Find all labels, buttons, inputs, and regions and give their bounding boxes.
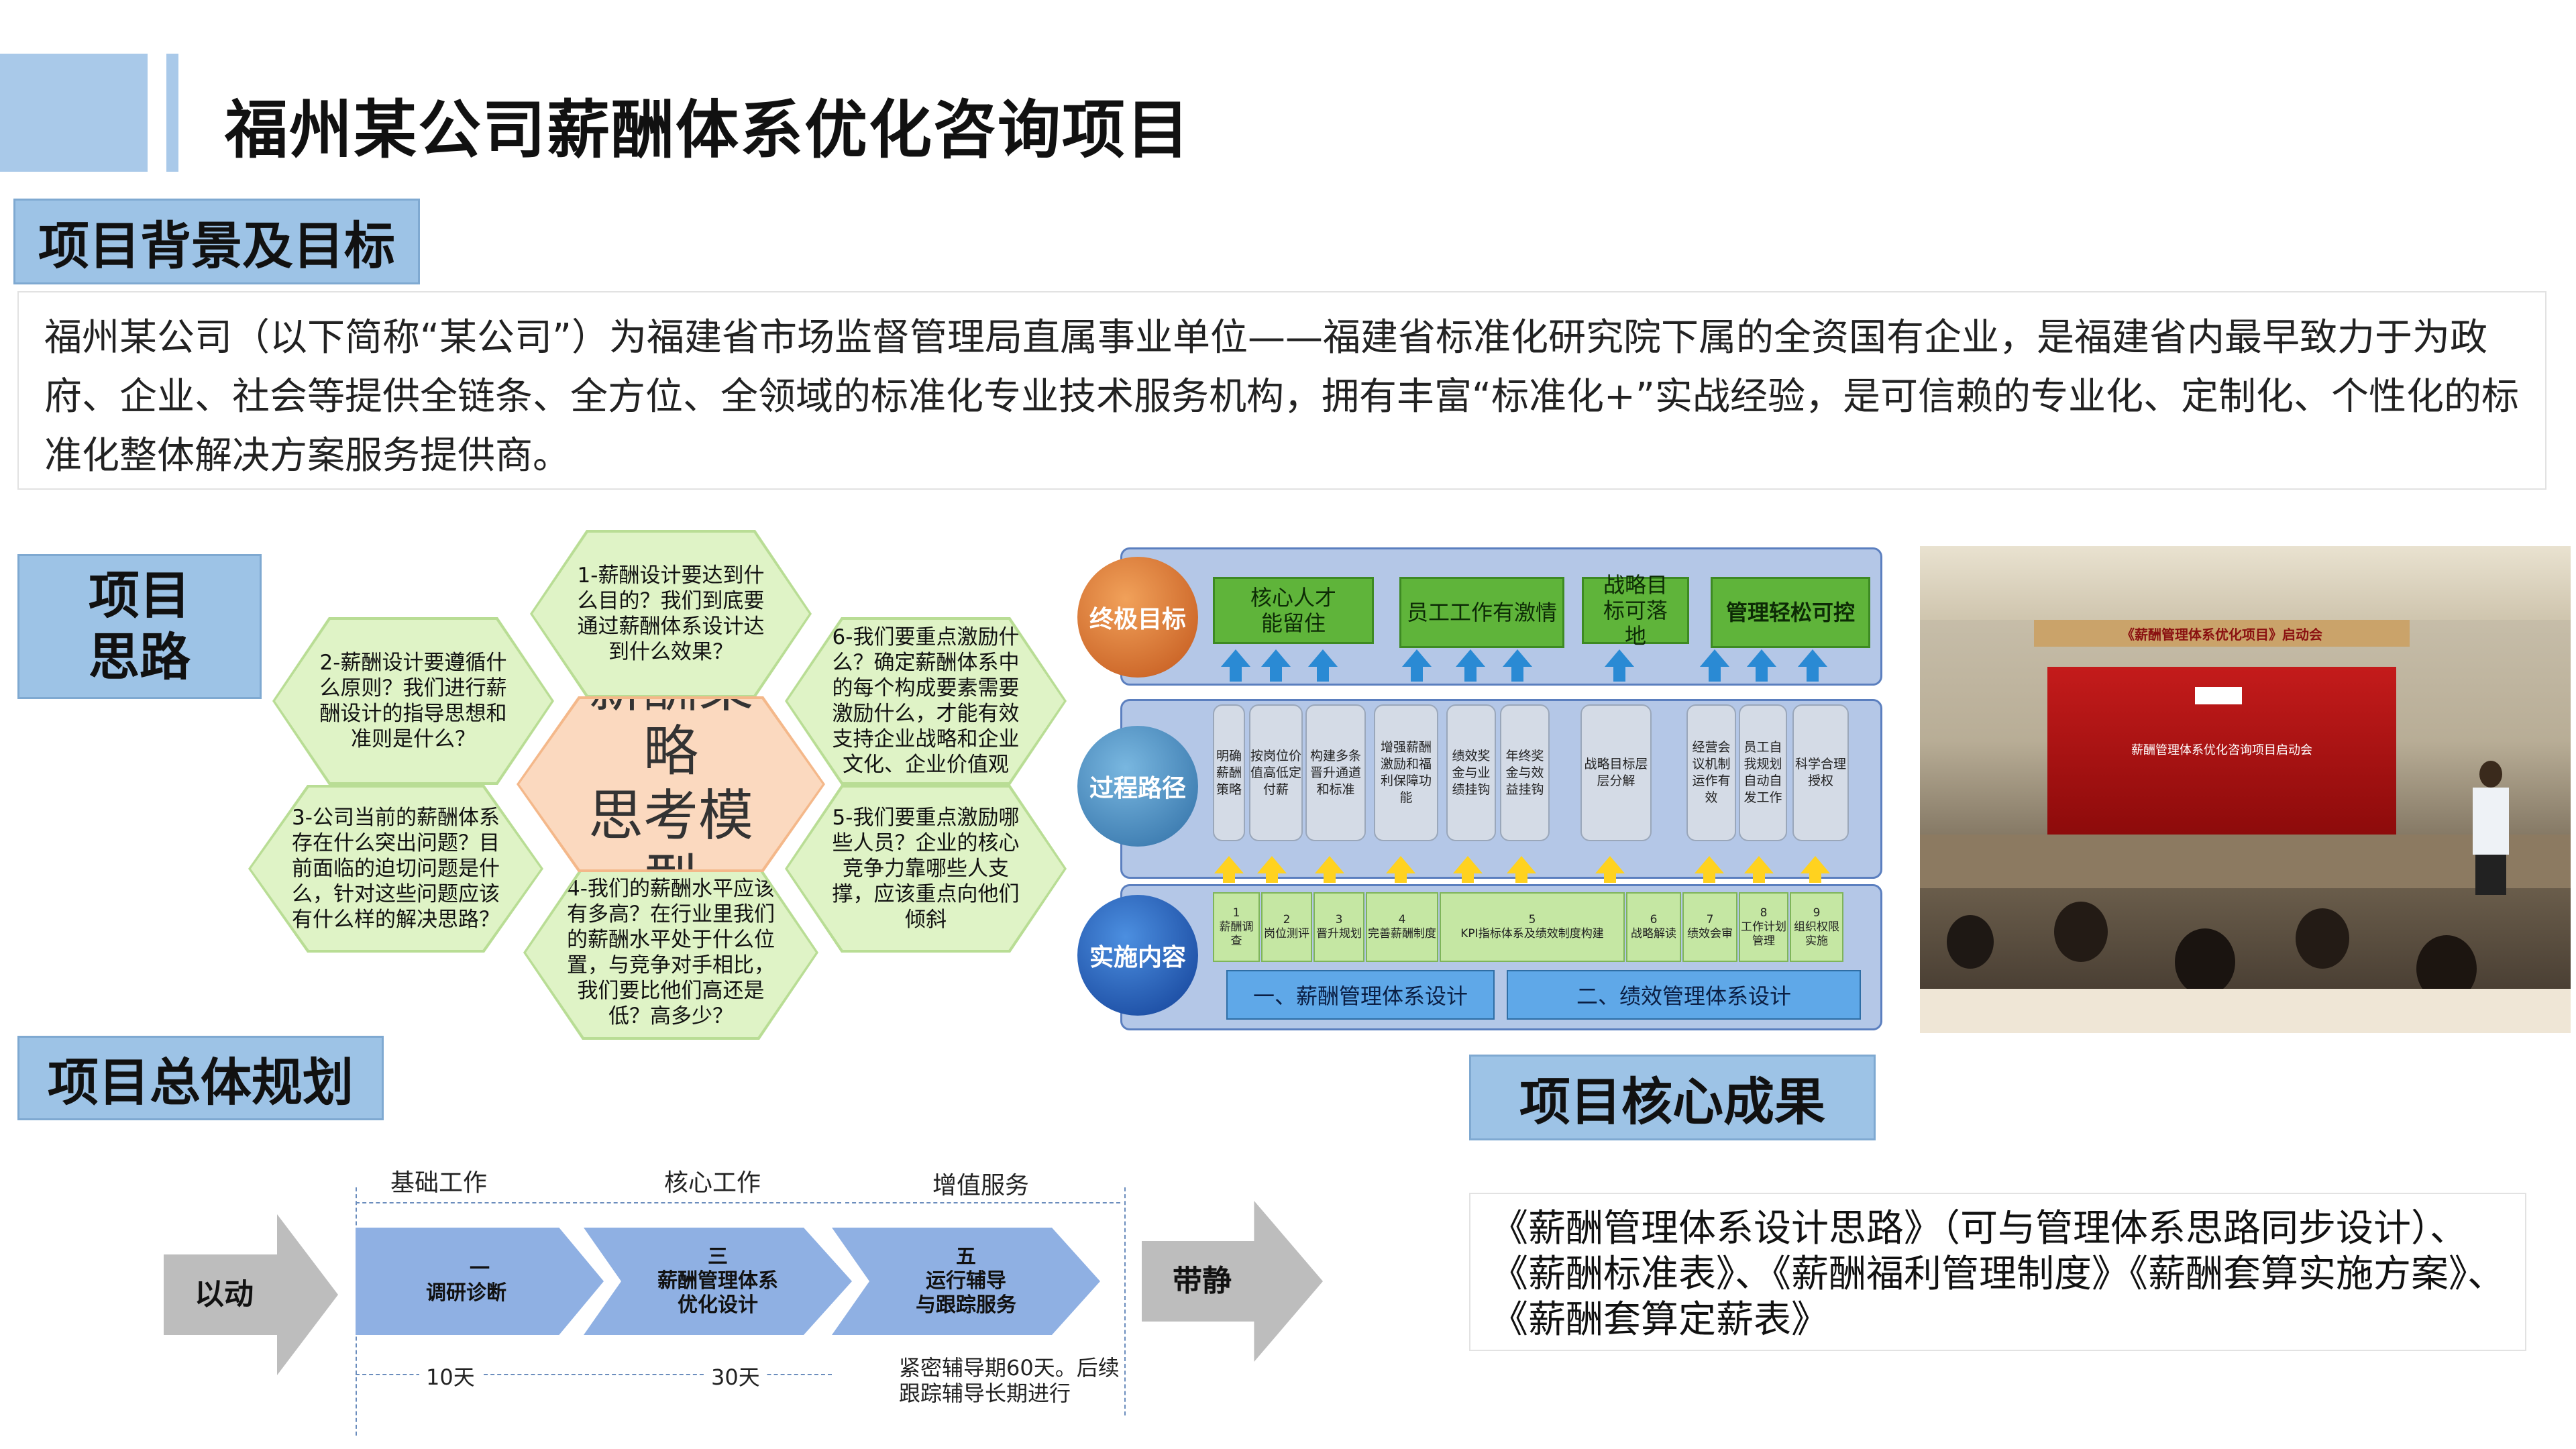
process-item-1: 明确薪酬策略: [1213, 704, 1245, 841]
phase-category-2: 核心工作: [664, 1169, 761, 1197]
ceiling: [1920, 546, 2571, 620]
approach-section-label: 项目 思路: [17, 554, 262, 699]
hexagon-mind-map: 1-薪酬设计要达到什么目的？我们到底要通过薪酬体系设计达到什么效果？ 2-薪酬设…: [248, 530, 1073, 1040]
content-item-1: 1 薪酬调查: [1213, 892, 1260, 962]
content-circle: 实施内容: [1077, 895, 1198, 1016]
audience: [1920, 888, 2571, 1033]
up-arrows-top: [1221, 649, 1878, 683]
plan-diagram: 基础工作 核心工作 增值服务 以动 一 调研诊断 三 薪酬管理体系 优化设计 五…: [154, 1161, 1342, 1436]
hex-question-5: 5-我们要重点激励哪些人员？企业的核心竞争力靠哪些人支撑，应该重点向他们倾斜: [788, 788, 1064, 950]
goal-box-2: 员工工作有激情: [1399, 577, 1564, 648]
projection-screen: 薪酬管理体系优化咨询项目启动会: [2047, 667, 2396, 835]
results-section-label: 项目核心成果: [1469, 1055, 1876, 1140]
banner-text: 《薪酬管理体系优化项目》启动会: [2121, 626, 2322, 643]
presenter: [2470, 761, 2510, 895]
content-item-8: 8 工作计划管理: [1739, 892, 1788, 962]
goal-box-1: 核心人才能留住: [1213, 577, 1374, 644]
goal-box-4: 管理轻松可控: [1711, 577, 1870, 648]
process-item-10: 科学合理授权: [1792, 704, 1849, 841]
process-circle: 过程路径: [1077, 726, 1198, 847]
screen-text: 薪酬管理体系优化咨询项目启动会: [2131, 743, 2312, 757]
center-line2: 思考模型: [588, 784, 753, 869]
hex-question-6: 6-我们要重点激励什么？确定薪酬体系中的每个构成要素需要激励什么，才能有效支持企…: [788, 620, 1064, 782]
phase-1-chevron: 一 调研诊断: [356, 1228, 604, 1335]
process-item-3: 构建多条晋升通道和标准: [1305, 704, 1366, 841]
left-arrow-label: 以动: [195, 1277, 254, 1311]
header-accent-block: [0, 54, 148, 172]
phase-1-name: 调研诊断: [426, 1281, 506, 1305]
content-item-3: 3 晋升规划: [1313, 892, 1364, 962]
phase-category-1: 基础工作: [390, 1169, 488, 1197]
phase-3-name: 运行辅导 与跟踪服务: [916, 1269, 1016, 1317]
phase-3-step: 五: [956, 1245, 976, 1269]
background-text-box: 福州某公司（以下简称“某公司”）为福建省市场监督管理局直属事业单位——福建省标准…: [17, 291, 2546, 490]
phase-3-chevron: 五 运行辅导 与跟踪服务: [832, 1228, 1100, 1335]
background-section-label: 项目背景及目标: [13, 199, 420, 284]
approach-label-line2: 思路: [89, 627, 191, 687]
framework-diagram: 终极目标 过程路径 实施内容 核心人才能留住 员工工作有激情 战略目标可落地 管…: [1073, 543, 1885, 1033]
hex-center-model: 薪酬策略 思考模型: [519, 699, 822, 869]
process-item-2: 按岗位价值高低定付薪: [1249, 704, 1303, 841]
phase-3-duration: 紧密辅导期60天。后续跟踪辅导长期进行: [899, 1355, 1120, 1406]
phase-2-duration: 30天: [704, 1360, 767, 1391]
approach-label-line1: 项目: [89, 566, 191, 625]
phase-1-step: 一: [470, 1257, 490, 1281]
process-item-8: 经营会议机制运作有效: [1686, 704, 1736, 841]
results-box: 《薪酬管理体系设计思路》（可与管理体系思路同步设计）、《薪酬标准表》、《薪酬福利…: [1469, 1193, 2526, 1351]
phase-2-name: 薪酬管理体系 优化设计: [657, 1269, 778, 1317]
content-item-5: 5 KPI指标体系及绩效制度构建: [1440, 892, 1625, 962]
content-item-9: 9 组织权限实施: [1790, 892, 1843, 962]
content-item-7: 7 绩效会审: [1682, 892, 1737, 962]
content-item-6: 6 战略解读: [1626, 892, 1681, 962]
process-item-4: 增强薪酬激励和福利保障功能: [1374, 704, 1438, 841]
kickoff-meeting-photo: 《薪酬管理体系优化项目》启动会 薪酬管理体系优化咨询项目启动会: [1920, 546, 2571, 1033]
results-text: 《薪酬管理体系设计思路》（可与管理体系思路同步设计）、《薪酬标准表》、《薪酬福利…: [1491, 1207, 2505, 1342]
phase-2-step: 三: [708, 1245, 728, 1269]
hex-question-2: 2-薪酬设计要遵循什么原则？我们进行薪酬设计的指导思想和准则是什么？: [275, 620, 551, 782]
hex-question-1: 1-薪酬设计要达到什么目的？我们到底要通过薪酬体系设计达到什么效果？: [533, 533, 809, 695]
phase-2-chevron: 三 薪酬管理体系 优化设计: [584, 1228, 852, 1335]
process-item-5: 绩效奖金与业绩挂钩: [1446, 704, 1496, 841]
content-item-2: 2 岗位测评: [1261, 892, 1312, 962]
background-text: 福州某公司（以下简称“某公司”）为福建省市场监督管理局直属事业单位——福建省标准…: [44, 316, 2519, 478]
hex-question-3: 3-公司当前的薪酬体系存在什么突出问题？目前面临的迫切问题是什么，针对这些问题应…: [251, 788, 541, 950]
center-line1: 薪酬策略: [588, 699, 753, 784]
right-arrow-label: 带静: [1173, 1264, 1232, 1298]
phase-category-3: 增值服务: [932, 1172, 1030, 1199]
goal-circle: 终极目标: [1077, 557, 1198, 678]
module-bar-2: 二、绩效管理体系设计: [1507, 970, 1861, 1020]
plan-section-label: 项目总体规划: [17, 1036, 384, 1120]
phase-1-duration: 10天: [419, 1360, 482, 1391]
content-item-4: 4 完善薪酬制度: [1366, 892, 1438, 962]
module-bar-1: 一、薪酬管理体系设计: [1226, 970, 1495, 1020]
process-item-7: 战略目标层层分解: [1580, 704, 1652, 841]
process-item-6: 年终奖金与效益挂钩: [1500, 704, 1550, 841]
page-title: 福州某公司薪酬体系优化咨询项目: [225, 94, 1191, 167]
process-item-9: 员工自我规划自动自发工作: [1739, 704, 1787, 841]
header-accent-bar: [166, 54, 178, 172]
goal-box-3: 战略目标可落地: [1582, 572, 1689, 649]
hex-question-4: 4-我们的薪酬水平应该有多高？在行业里我们的薪酬水平处于什么位置，与竞争对手相比…: [526, 868, 816, 1037]
podium-stage: [1920, 835, 2571, 888]
banner: 《薪酬管理体系优化项目》启动会: [2034, 620, 2410, 647]
up-arrows-bottom: [1214, 856, 1872, 887]
